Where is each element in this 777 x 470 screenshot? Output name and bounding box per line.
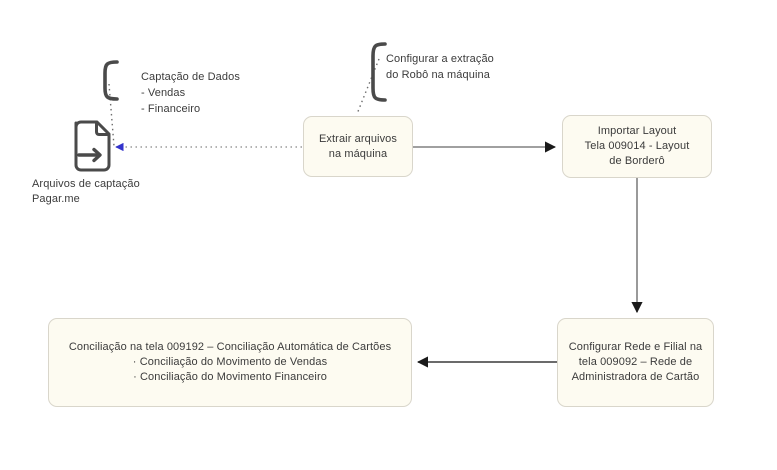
annotation-configurar-extracao: Configurar a extração do Robô na máquina [386,53,494,81]
node-extrair-arquivos-label: Extrair arquivos na máquina [318,132,397,160]
document-with-arrow-icon [74,120,111,172]
node-conciliacao-automatica[interactable]: Conciliação na tela 009192 – Conciliação… [48,318,412,407]
node-conciliacao-automatica-label: Conciliação na tela 009192 – Conciliação… [68,341,392,383]
node-extrair-arquivos[interactable]: Extrair arquivos na máquina [303,116,413,177]
node-configurar-rede-filial[interactable]: Configurar Rede e Filial na tela 009092 … [557,318,714,407]
node-configurar-rede-filial-label: Configurar Rede e Filial na tela 009092 … [568,341,703,383]
node-importar-layout[interactable]: Importar Layout Tela 009014 - Layout de … [562,115,712,178]
connector-bracket-captacao-to-document [108,83,115,147]
annotation-captacao-de-dados: Captação de Dados - Vendas - Financeiro [141,71,240,115]
bracket-configurar-extracao-icon [371,42,387,102]
connector-bracket-configurar-to-extrair [356,58,380,115]
node-importar-layout-label: Importar Layout Tela 009014 - Layout de … [584,125,690,167]
source-document-label: Arquivos de captação Pagar.me [32,178,140,205]
bracket-captacao-icon [103,60,119,101]
